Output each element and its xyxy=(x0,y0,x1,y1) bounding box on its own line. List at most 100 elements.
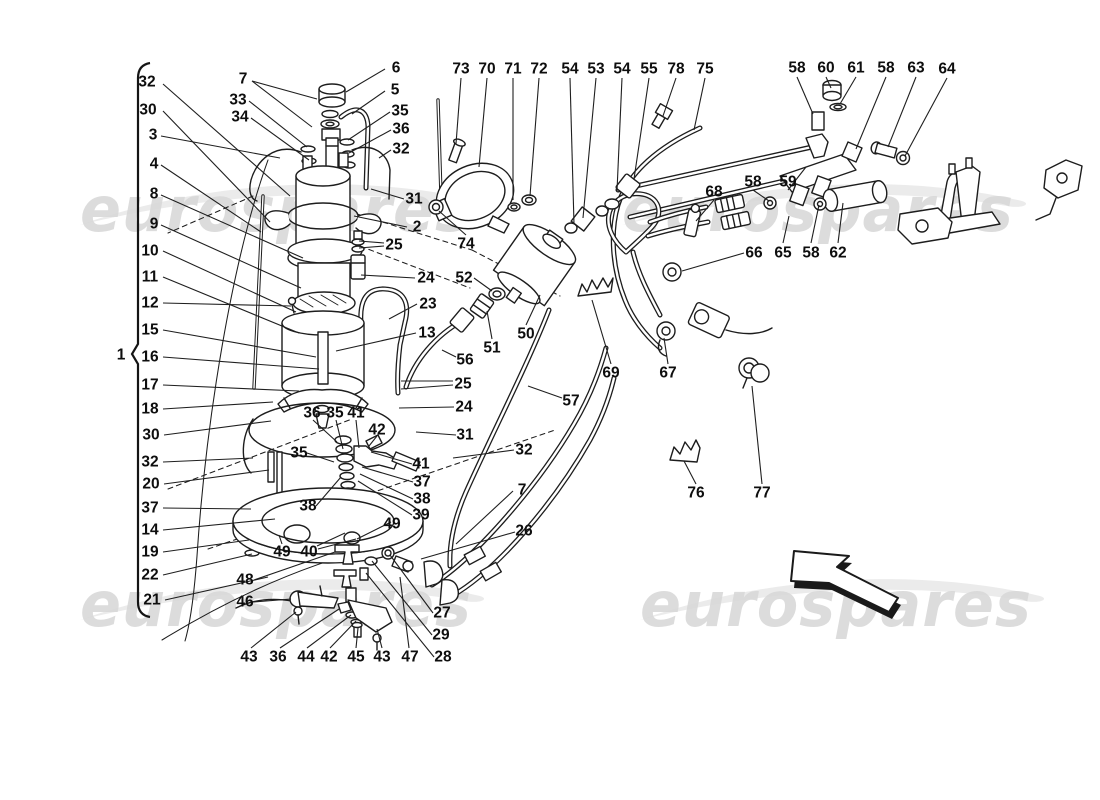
leader-line xyxy=(163,420,272,436)
leader-line xyxy=(250,117,310,161)
leader-line xyxy=(569,77,575,225)
part-callout-23: 23 xyxy=(419,296,437,313)
part-callout-58: 58 xyxy=(802,245,820,262)
watermark-text: eurospares xyxy=(80,173,472,246)
leader-line xyxy=(752,189,770,202)
leader-line xyxy=(616,77,623,192)
leader-line xyxy=(486,310,493,340)
leader-line xyxy=(438,210,467,236)
part-callout-38: 38 xyxy=(299,498,317,515)
leader-line xyxy=(312,419,338,443)
hose-core xyxy=(448,308,551,568)
leader-line xyxy=(825,76,832,89)
leader-line xyxy=(633,77,650,180)
part-callout-2: 2 xyxy=(413,219,422,236)
hose-core xyxy=(359,287,408,395)
watermark-top-left: eurospares xyxy=(80,173,485,246)
leader-line xyxy=(160,194,304,259)
leader-line xyxy=(279,608,340,649)
leader-line xyxy=(162,518,276,531)
part-callout-37: 37 xyxy=(413,474,430,491)
part-callout-54: 54 xyxy=(613,61,631,78)
leader-line xyxy=(162,457,254,463)
part-callout-14: 14 xyxy=(141,522,159,539)
leader-line xyxy=(663,337,669,365)
leader-line xyxy=(398,406,455,409)
leader-line xyxy=(359,473,414,500)
leader-line xyxy=(317,538,357,550)
leader-line xyxy=(376,628,383,649)
part-callout-29: 29 xyxy=(432,627,450,644)
part-callout-38: 38 xyxy=(413,491,431,508)
part-callout-1: 1 xyxy=(117,347,126,364)
leader-line xyxy=(162,553,253,576)
part-callout-58: 58 xyxy=(788,60,806,77)
leader-line xyxy=(162,110,271,223)
part-callout-31: 31 xyxy=(405,191,423,208)
leader-line xyxy=(837,202,844,244)
part-callout-34: 34 xyxy=(231,109,249,126)
direction-arrow-icon xyxy=(790,550,901,619)
leader-line xyxy=(164,576,269,601)
part-callout-43: 43 xyxy=(240,649,258,666)
part-callout-76: 76 xyxy=(687,485,705,502)
leader-line xyxy=(681,252,745,272)
part-callout-59: 59 xyxy=(779,174,797,191)
part-callout-52: 52 xyxy=(455,270,472,287)
part-callout-15: 15 xyxy=(141,322,159,339)
part-callout-49: 49 xyxy=(383,516,401,533)
hose-core xyxy=(437,99,442,197)
leader-line xyxy=(787,166,807,191)
part-callout-78: 78 xyxy=(667,61,685,78)
part-callout-6: 6 xyxy=(392,60,401,77)
leader-line xyxy=(400,384,454,390)
hose-core xyxy=(631,250,662,317)
leader-line xyxy=(306,452,335,463)
part-callout-60: 60 xyxy=(817,60,834,77)
support-bracket-drawing xyxy=(897,157,1083,245)
part-callout-39: 39 xyxy=(412,507,430,524)
part-callout-55: 55 xyxy=(640,61,658,78)
leader-line xyxy=(160,164,262,233)
leader-line xyxy=(782,215,790,244)
part-callout-18: 18 xyxy=(141,401,159,418)
leader-line xyxy=(358,240,385,244)
diagram-line-art xyxy=(161,79,1083,651)
part-callout-25: 25 xyxy=(454,376,472,393)
part-callout-40: 40 xyxy=(300,544,317,561)
hose-core xyxy=(646,220,710,238)
leader-line xyxy=(355,419,360,449)
leader-line xyxy=(355,627,359,649)
part-callout-47: 47 xyxy=(401,649,418,666)
leader-line xyxy=(162,401,274,410)
watermark-swoosh xyxy=(640,579,1045,620)
leader-line xyxy=(582,77,597,219)
part-callout-57: 57 xyxy=(562,393,579,410)
hose-core xyxy=(648,205,708,224)
retaining-clip-drawing xyxy=(669,357,770,463)
leader-line xyxy=(360,274,416,279)
fuel-pump-drawing xyxy=(242,83,421,557)
leader-line xyxy=(478,77,488,168)
leader-line xyxy=(361,466,414,483)
leader-line xyxy=(796,76,814,115)
part-callout-7: 7 xyxy=(518,482,527,499)
part-callout-44: 44 xyxy=(297,649,315,666)
part-callout-35: 35 xyxy=(391,103,409,120)
hose-core xyxy=(616,145,814,192)
leader-line xyxy=(591,299,612,365)
leader-line xyxy=(388,303,418,320)
part-callout-32: 32 xyxy=(141,454,158,471)
leader-line xyxy=(365,572,435,658)
leader-line xyxy=(810,204,820,244)
part-callout-17: 17 xyxy=(141,377,158,394)
leader-line xyxy=(399,576,410,649)
leader-line xyxy=(370,188,405,200)
leader-line xyxy=(162,507,252,510)
leader-line xyxy=(162,356,320,370)
leader-line xyxy=(527,385,563,399)
part-callout-26: 26 xyxy=(515,523,533,540)
watermark-swoosh xyxy=(622,184,1027,225)
part-callout-58: 58 xyxy=(744,174,762,191)
